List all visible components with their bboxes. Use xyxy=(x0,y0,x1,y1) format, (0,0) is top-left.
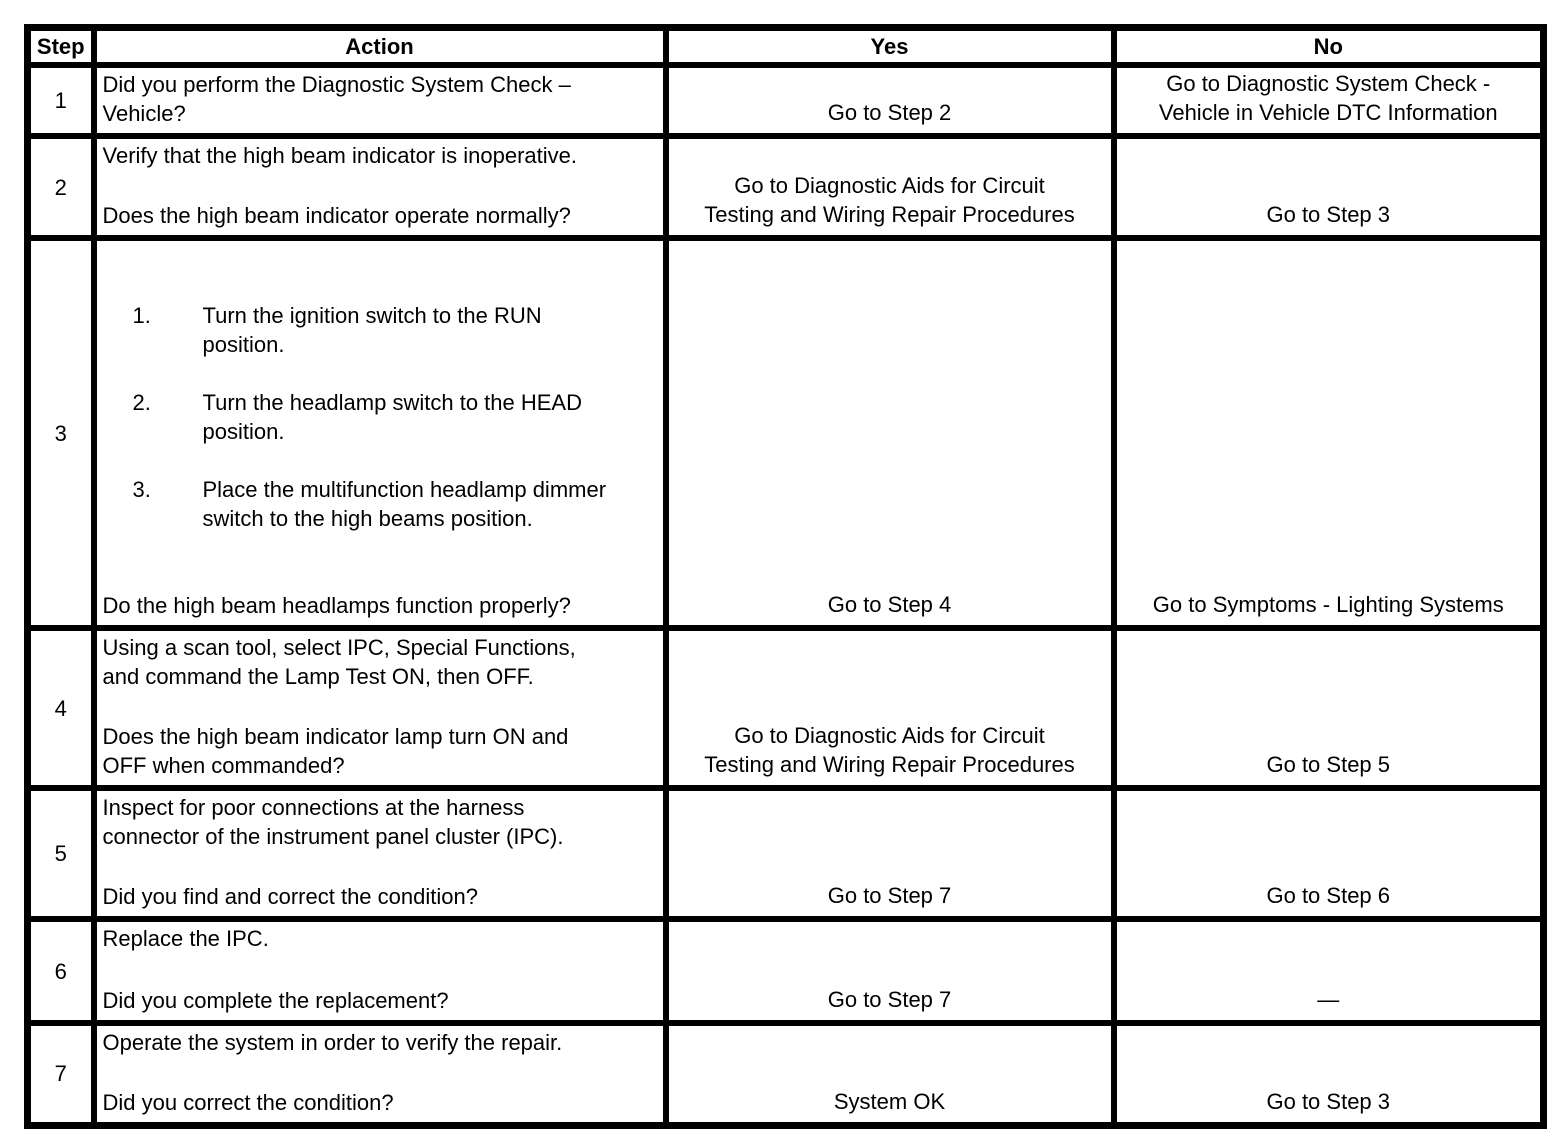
column-header-no: No xyxy=(1110,24,1547,68)
step-cell: 4 xyxy=(24,625,97,791)
list-item-text: Turn the ignition switch to the RUN posi… xyxy=(202,303,542,357)
yes-cell: Go to Step 4 xyxy=(662,235,1117,631)
action-body: Inspect for poor connections at the harn… xyxy=(102,795,564,849)
action-cell: Verify that the high beam indicator is i… xyxy=(90,133,669,241)
list-item-text: Turn the headlamp switch to the HEAD pos… xyxy=(202,390,582,444)
list-item: 2. Turn the headlamp switch to the HEAD … xyxy=(133,388,657,446)
table-row-step-5: 5 Inspect for poor connections at the ha… xyxy=(24,785,1547,922)
list-item-number: 2. xyxy=(132,390,151,415)
no-cell: Go to Diagnostic System Check - Vehicle … xyxy=(1110,62,1547,139)
action-numbered-list: 1. Turn the ignition switch to the RUN p… xyxy=(133,272,657,562)
table-row-step-7: 7 Operate the system in order to verify … xyxy=(24,1020,1547,1128)
action-question: Does the high beam indicator operate nor… xyxy=(102,203,571,228)
action-cell: Did you perform the Diagnostic System Ch… xyxy=(90,62,669,139)
header-row: Step Action Yes No xyxy=(24,24,1547,68)
action-cell: Inspect for poor connections at the harn… xyxy=(90,785,669,922)
yes-cell: Go to Step 2 xyxy=(662,62,1117,139)
action-cell: 1. Turn the ignition switch to the RUN p… xyxy=(90,235,669,631)
action-body: Verify that the high beam indicator is i… xyxy=(102,143,578,168)
step-cell: 6 xyxy=(24,916,97,1026)
step-cell: 3 xyxy=(24,235,97,631)
yes-cell: System OK xyxy=(662,1020,1117,1128)
action-cell: Using a scan tool, select IPC, Special F… xyxy=(90,625,669,791)
yes-cell: Go to Step 7 xyxy=(662,916,1117,1026)
step-cell: 2 xyxy=(24,133,97,241)
action-body: Did you perform the Diagnostic System Ch… xyxy=(102,72,571,126)
list-item-number: 3. xyxy=(132,477,151,502)
step-cell: 1 xyxy=(24,62,97,139)
no-cell: — xyxy=(1110,916,1547,1026)
table-row-step-1: 1 Did you perform the Diagnostic System … xyxy=(24,62,1547,139)
diagnostic-table: Step Action Yes No 1 Did you perform the… xyxy=(24,24,1547,1129)
step-cell: 5 xyxy=(24,785,97,922)
no-cell: Go to Symptoms - Lighting Systems xyxy=(1110,235,1547,631)
no-cell: Go to Step 3 xyxy=(1110,133,1547,241)
list-item: 1. Turn the ignition switch to the RUN p… xyxy=(133,301,657,359)
table-row-step-6: 6 Replace the IPC. Did you complete the r… xyxy=(24,916,1547,1026)
action-question: Does the high beam indicator lamp turn O… xyxy=(102,724,569,778)
table-row-step-4: 4 Using a scan tool, select IPC, Special… xyxy=(24,625,1547,791)
column-header-action: Action xyxy=(90,24,669,68)
yes-cell: Go to Diagnostic Aids for Circuit Testin… xyxy=(662,625,1117,791)
action-body: Using a scan tool, select IPC, Special F… xyxy=(102,635,576,689)
no-cell: Go to Step 3 xyxy=(1110,1020,1547,1128)
yes-cell: Go to Step 7 xyxy=(662,785,1117,922)
action-question: Do the high beam headlamps function prop… xyxy=(102,593,571,618)
action-body: Replace the IPC. xyxy=(102,926,269,951)
action-question: Did you complete the replacement? xyxy=(102,988,449,1013)
table-row-step-2: 2 Verify that the high beam indicator is… xyxy=(24,133,1547,241)
action-body: Operate the system in order to verify th… xyxy=(102,1030,563,1055)
step-cell: 7 xyxy=(24,1020,97,1128)
action-cell: Replace the IPC. Did you complete the rep… xyxy=(90,916,669,1026)
action-question: Did you correct the condition? xyxy=(102,1089,394,1115)
list-item-text: Place the multifunction headlamp dimmer … xyxy=(202,477,607,531)
list-item-number: 1. xyxy=(132,303,151,328)
no-cell: Go to Step 6 xyxy=(1110,785,1547,922)
column-header-step: Step xyxy=(24,24,97,68)
table-row-step-3: 3 1. Turn the ignition switch to the RUN… xyxy=(24,235,1547,631)
yes-cell: Go to Diagnostic Aids for Circuit Testin… xyxy=(662,133,1117,241)
no-cell: Go to Step 5 xyxy=(1110,625,1547,791)
list-item: 3. Place the multifunction headlamp dimm… xyxy=(133,475,657,533)
action-question: Did you find and correct the condition? xyxy=(102,884,478,909)
action-cell: Operate the system in order to verify th… xyxy=(90,1020,669,1128)
column-header-yes: Yes xyxy=(662,24,1117,68)
